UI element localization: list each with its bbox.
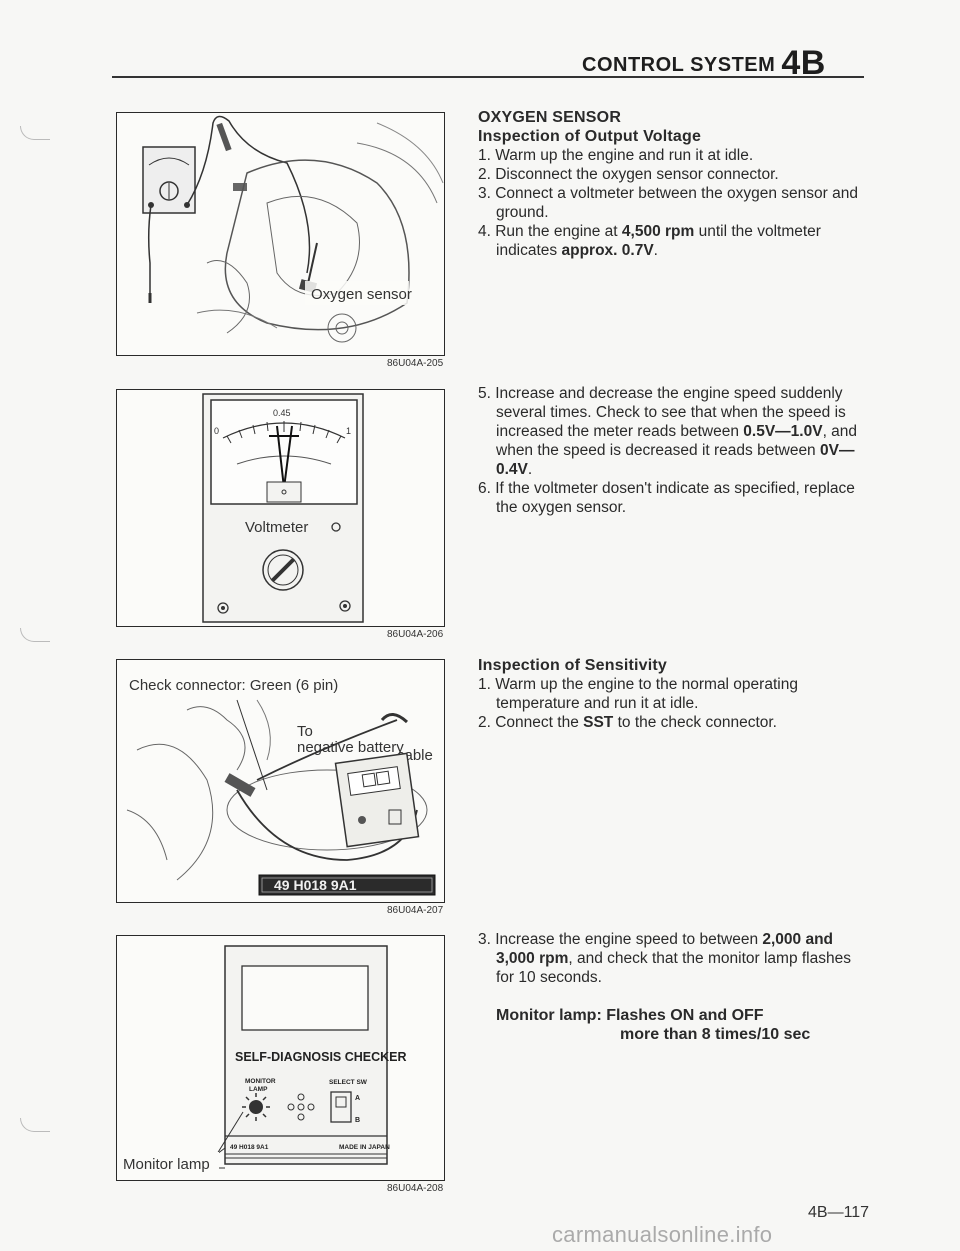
- step-1: 1. Warm up the engine and run it at idle…: [478, 147, 754, 164]
- binding-mark: [20, 628, 50, 642]
- section-heading: Inspection of Sensitivity: [478, 657, 668, 674]
- sst-number-label: 49 H018 9A1: [274, 877, 357, 893]
- step-5: 5. Increase and decrease the engine spee…: [478, 384, 868, 479]
- select-sw-text: SELECT SW: [329, 1079, 368, 1086]
- voltmeter-label: Voltmeter: [245, 519, 308, 536]
- figure-self-diagnosis-checker: SELF-DIAGNOSIS CHECKER MONITOR LAMP SELE…: [116, 935, 445, 1181]
- step-2-text: to the check connector.: [613, 714, 777, 731]
- figure-caption: 86U04A-205: [387, 358, 444, 369]
- figure-caption: 86U04A-208: [387, 1183, 444, 1194]
- step-5-text: 5. Increase and decrease the engine spee…: [478, 385, 846, 440]
- binding-mark: [20, 1118, 50, 1132]
- monitor-spec-line-1: Monitor lamp: Flashes ON and OFF: [496, 1007, 764, 1024]
- figure-voltmeter: 0.45 0 1 Voltmeter: [116, 389, 445, 627]
- step-3-text: 3. Increase the engine speed to between: [478, 931, 763, 948]
- scale-mid-label: 0.45: [273, 408, 291, 418]
- header-title: CONTROL SYSTEM: [582, 54, 776, 76]
- monitor-lamp-callout: Monitor lamp: [123, 1156, 210, 1173]
- step-2-sst: SST: [583, 714, 614, 731]
- monitor-text: MONITOR: [245, 1078, 276, 1085]
- section-number: 4B: [781, 44, 826, 82]
- step-5-voltage-low: 0V—0.4V: [496, 442, 855, 478]
- step-4-text: .: [653, 242, 658, 259]
- voltage-check-section: 5. Increase and decrease the engine spee…: [478, 384, 868, 517]
- step-5-text: , and when the speed is decreased it rea…: [496, 423, 858, 459]
- step-2: 2. Disconnect the oxygen sensor connecto…: [478, 166, 779, 183]
- step-3: 3. Connect a voltmeter between the oxyge…: [478, 185, 858, 221]
- step-3: 3. Increase the engine speed to between …: [478, 930, 868, 987]
- figure-oxygen-sensor: Oxygen sensor: [116, 112, 445, 356]
- step-4-text: 4. Run the engine at: [478, 223, 622, 240]
- part-number-text: 49 H018 9A1: [230, 1144, 269, 1151]
- monitor-lamp-section: 3. Increase the engine speed to between …: [478, 930, 868, 1044]
- step-5-text: .: [527, 461, 533, 478]
- figure-caption: 86U04A-206: [387, 629, 444, 640]
- step-4-rpm: 4,500 rpm: [621, 223, 695, 240]
- step-2: 2. Connect the SST to the check connecto…: [478, 713, 868, 732]
- binding-mark: [20, 126, 50, 140]
- made-in-text: MADE IN JAPAN: [339, 1144, 390, 1151]
- check-connector-label: Check connector: Green (6 pin): [129, 677, 338, 694]
- figure-caption: 86U04A-207: [387, 905, 444, 916]
- step-6: 6. If the voltmeter dosen't indicate as …: [478, 480, 855, 516]
- monitor-spec-line-2: more than 8 times/10 sec: [620, 1026, 811, 1043]
- switch-b-text: B: [355, 1117, 360, 1124]
- negative-battery-label: negative battery: [297, 739, 404, 756]
- oxygen-sensor-illustration: Oxygen sensor: [142, 115, 444, 343]
- step-4-voltage: approx. 0.7V: [561, 242, 654, 259]
- to-label: To: [297, 723, 313, 740]
- watermark: carmanualsonline.info: [552, 1222, 773, 1247]
- step-4-text: until the voltmeter indicates: [496, 223, 821, 259]
- step-2-text: 2. Connect the: [478, 714, 584, 731]
- step-5-voltage-high: 0.5V—1.0V: [743, 423, 823, 440]
- page-number: 4B—117: [808, 1204, 870, 1221]
- step-4: 4. Run the engine at 4,500 rpm until the…: [478, 222, 868, 260]
- scale-left-label: 0: [214, 426, 219, 436]
- figure-check-connector: Check connector: Green (6 pin) To negati…: [116, 659, 445, 903]
- oxygen-sensor-label: Oxygen sensor: [311, 286, 412, 303]
- header-rule: [112, 76, 864, 78]
- switch-a-text: A: [355, 1095, 360, 1102]
- lamp-text: LAMP: [249, 1086, 268, 1093]
- voltmeter-illustration: 0.45 0 1 Voltmeter: [202, 393, 364, 623]
- section-heading: OXYGEN SENSOR: [478, 109, 622, 126]
- oxygen-sensor-section: OXYGEN SENSOR Inspection of Output Volta…: [478, 108, 868, 260]
- check-connector-illustration: Check connector: Green (6 pin) To negati…: [126, 677, 436, 896]
- section-subheading: Inspection of Output Voltage: [478, 128, 702, 145]
- checker-illustration: SELF-DIAGNOSIS CHECKER MONITOR LAMP SELE…: [119, 945, 407, 1174]
- step-1: 1. Warm up the engine to the normal oper…: [478, 676, 798, 712]
- step-3-rpm: 2,000 and 3,000 rpm: [496, 931, 834, 967]
- checker-title: SELF-DIAGNOSIS CHECKER: [235, 1050, 407, 1064]
- sensitivity-section: Inspection of Sensitivity 1. Warm up the…: [478, 656, 868, 732]
- scale-right-label: 1: [346, 426, 351, 436]
- step-3-text: , and check that the monitor lamp flashe…: [496, 950, 851, 986]
